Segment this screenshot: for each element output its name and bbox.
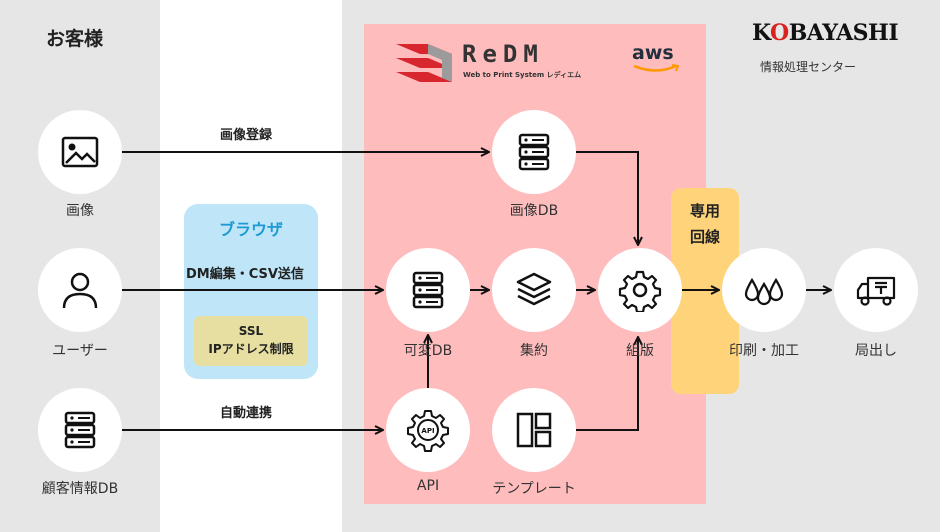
label-image: 画像 [66, 203, 94, 219]
server-icon [64, 411, 96, 449]
layout-icon [516, 412, 552, 448]
label-print: 印刷・加工 [729, 343, 799, 359]
aws-smile-icon [633, 64, 680, 72]
kobayashi-logo-k: K [752, 20, 771, 46]
node-template [492, 388, 576, 472]
server-icon [518, 133, 550, 171]
dedicated-line-label: 専用 回線 [671, 198, 739, 250]
dedicated-line-label-1: 専用 [689, 202, 720, 220]
label-imposition: 組版 [626, 343, 654, 359]
image-icon [61, 136, 99, 168]
user-icon [62, 272, 98, 309]
redm-tagline: Web to Print System レディエム [463, 71, 582, 79]
kobayashi-logo: KOBAYASHI [752, 20, 899, 46]
dedicated-line-label-2: 回線 [689, 228, 720, 246]
svg-text:API: API [421, 427, 434, 435]
truck-icon [856, 276, 896, 306]
edge-label-dm-edit: DM編集・CSV送信 [186, 267, 304, 282]
ssl-box: SSL IPアドレス制限 [194, 316, 308, 366]
api-gear-icon: API [407, 410, 449, 452]
kobayashi-subtitle: 情報処理センター [760, 60, 857, 74]
arrow-imagedb-to-imposition [576, 151, 638, 244]
label-api: API [416, 478, 440, 494]
browser-title: ブラウザ [218, 220, 283, 239]
kobayashi-logo-o: O [770, 20, 789, 46]
ssl-label: SSL [238, 324, 264, 338]
aws-logo: aws [632, 42, 674, 64]
label-aggregate: 集約 [520, 343, 548, 359]
node-print [722, 248, 806, 332]
gear-icon [618, 270, 662, 312]
node-variable-db [386, 248, 470, 332]
node-shipping [834, 248, 918, 332]
label-shipping: 局出し [855, 343, 897, 359]
redm-wordmark: ReDM [462, 40, 544, 68]
node-customer-db [38, 388, 122, 472]
edge-label-auto-link: 自動連携 [220, 406, 273, 421]
label-template: テンプレート [492, 481, 576, 497]
node-image [38, 110, 122, 194]
ink-drops-icon [744, 277, 784, 306]
label-variable-db: 可変DB [403, 343, 453, 359]
label-customer-db: 顧客情報DB [41, 481, 119, 497]
node-api: API [386, 388, 470, 472]
node-user [38, 248, 122, 332]
ip-restriction-label: IPアドレス制限 [208, 342, 294, 356]
kobayashi-logo-rest: BAYASHI [788, 20, 899, 46]
label-user: ユーザー [52, 343, 108, 359]
server-icon [412, 271, 444, 309]
layers-icon [516, 272, 552, 306]
customer-title: お客様 [46, 28, 104, 50]
node-image-db [492, 110, 576, 194]
label-image-db: 画像DB [509, 203, 559, 219]
node-imposition [598, 248, 682, 332]
edge-label-image-upload: 画像登録 [220, 128, 273, 143]
arrow-template-to-imposition [576, 338, 638, 431]
node-aggregate [492, 248, 576, 332]
redm-mark-icon [396, 44, 452, 82]
browser-zone: ブラウザ SSL IPアドレス制限 [184, 204, 318, 379]
